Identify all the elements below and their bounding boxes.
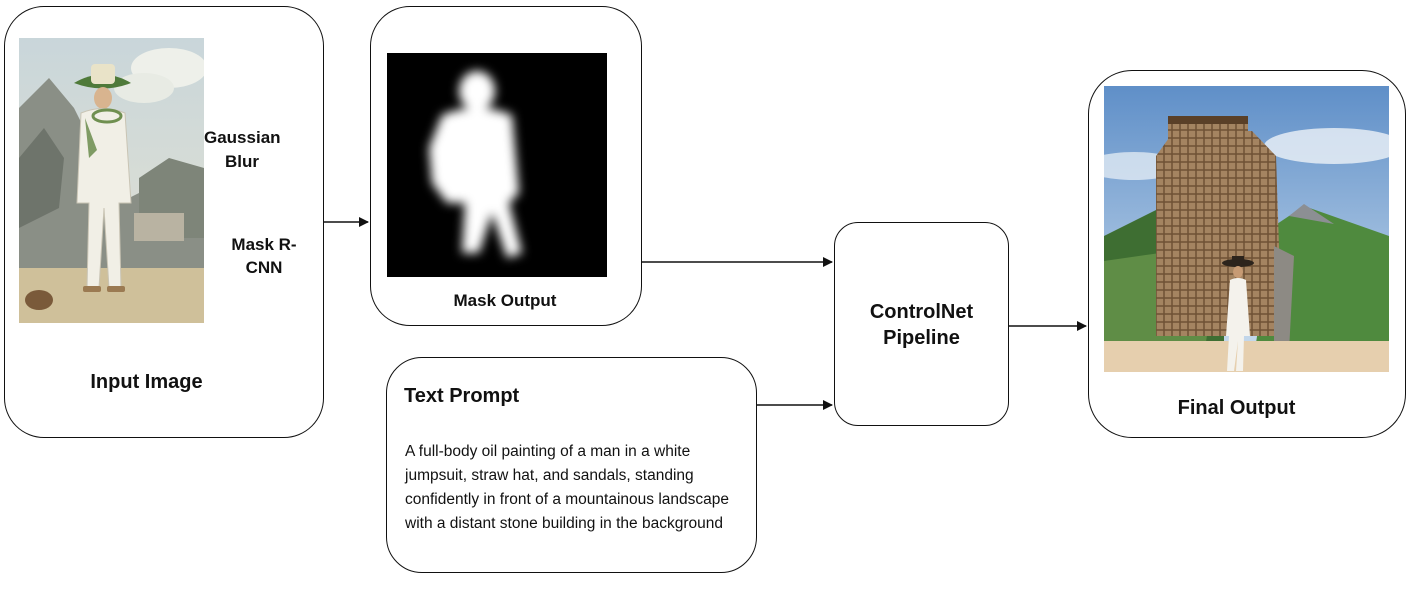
text-prompt-box — [386, 357, 757, 573]
controlnet-pipeline-box — [834, 222, 1009, 426]
mask-output-title: Mask Output — [453, 291, 557, 310]
mask-image — [387, 53, 607, 277]
input-image-title: Input Image — [90, 371, 203, 393]
final-output-image — [1104, 86, 1389, 372]
input-painting — [19, 38, 204, 323]
mask-rcnn-label-line1: Mask R- — [231, 235, 297, 254]
text-prompt-title: Text Prompt — [404, 385, 520, 407]
mask-rcnn-label-line2: CNN — [245, 258, 283, 277]
gaussian-blur-label: Gaussian Blur — [204, 128, 281, 171]
pipeline-label: Pipeline — [883, 327, 960, 349]
final-output-title: Final Output — [1177, 397, 1296, 419]
text-prompt-body: A full-body oil painting of a man in a w… — [405, 443, 729, 532]
controlnet-label: ControlNet — [869, 301, 974, 323]
